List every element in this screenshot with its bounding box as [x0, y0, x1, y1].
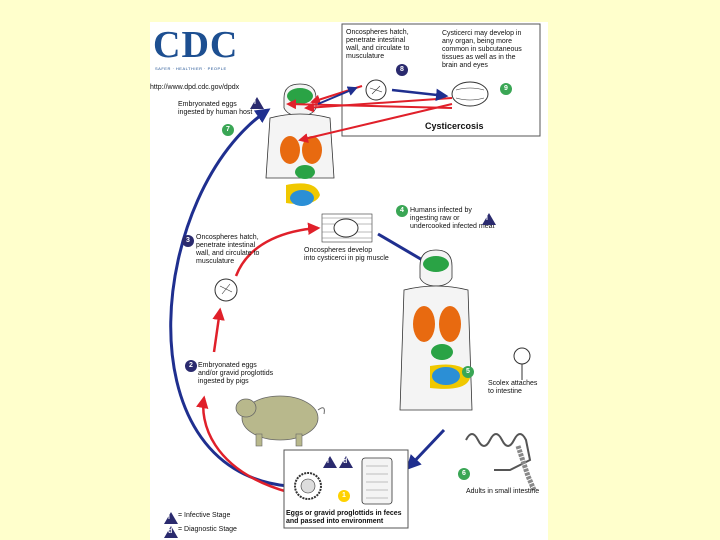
infective-stage-icon-meat: i [482, 213, 496, 225]
label-cysticercosis-hatch: Oncospheres hatch, penetrate intestinal … [346, 29, 410, 60]
cdc-logo-text: CDC [153, 24, 239, 66]
step-6-marker: 6 [458, 468, 470, 480]
diagnostic-stage-icon-eggs: d [339, 456, 353, 468]
pig-muscle-cyst [321, 213, 373, 243]
adult-worm-illustration [465, 433, 537, 491]
scolex-illustration [513, 347, 531, 380]
red-arrow-egg-to-pig [196, 395, 289, 494]
blue-arrow-to-eggs [405, 428, 446, 471]
label-pig-hatch: Oncospheres hatch, penetrate intestinal … [196, 234, 260, 265]
blue-cycle-arc [169, 108, 289, 488]
step-1-marker: 1 [338, 490, 350, 502]
red-arrow-4 [286, 99, 453, 110]
red-arrow-pig-up [212, 307, 225, 353]
label-pig-develop: Oncospheres develop into cysticerci in p… [304, 247, 389, 262]
legend-infective-icon: i [164, 512, 178, 524]
red-arrow-3 [298, 103, 453, 144]
infective-icon-letter: i [486, 215, 488, 222]
step-2-marker: 2 [185, 360, 197, 372]
egg-illustration [294, 472, 322, 500]
label-cysticercosis-title: Cysticercosis [425, 121, 484, 131]
infective-icon-letter: i [327, 458, 329, 465]
step-9-marker: 9 [500, 83, 512, 95]
source-url: http://www.dpd.cdc.gov/dpdx [150, 84, 240, 91]
blue-arrow-to-box [317, 86, 358, 105]
label-adults: Adults in small intestine [466, 488, 540, 495]
oncosphere-top [365, 79, 387, 101]
label-pig-ingest: Embryonated eggs and/or gravid proglotti… [198, 362, 274, 385]
infective-stage-icon-human: i [250, 97, 264, 109]
cysticercus-top [451, 81, 489, 107]
blue-arrow-box [391, 88, 449, 102]
oncosphere-pig [214, 278, 238, 302]
label-human-egg-ingest: Embryonated eggs ingested by human host [178, 101, 253, 116]
human-figure-right [399, 249, 473, 411]
proglottid-illustration [361, 457, 393, 505]
legend-diagnostic-label: = Diagnostic Stage [178, 526, 237, 533]
label-human-infected: Humans infected by ingesting raw or unde… [410, 207, 495, 230]
diagnostic-icon-letter: d [168, 528, 173, 535]
red-arrow-to-cyst [234, 222, 321, 277]
red-arrow-2 [304, 97, 453, 113]
diagnostic-icon-letter: d [343, 458, 348, 465]
legend-diagnostic-icon: d [164, 526, 178, 538]
step-7-marker: 7 [222, 124, 234, 136]
cdc-logo: CDC SAFER · HEALTHIER · PEOPLE [153, 26, 239, 74]
cdc-logo-tagline: SAFER · HEALTHIER · PEOPLE [155, 66, 227, 71]
label-cysticercosis-develop: Cysticerci may develop in any organ, bei… [442, 30, 522, 69]
infective-stage-icon-eggs: i [323, 456, 337, 468]
label-eggs-feces: Eggs or gravid proglottids in feces and … [286, 510, 402, 525]
pig-illustration [235, 395, 325, 447]
step-5-marker: 5 [462, 366, 474, 378]
step-8-marker: 8 [396, 64, 408, 76]
label-scolex: Scolex attaches to intestine [488, 380, 538, 395]
infective-icon-letter: i [168, 514, 170, 521]
step-4-marker: 4 [396, 205, 408, 217]
step-3-marker: 3 [182, 235, 194, 247]
infective-icon-letter: i [254, 99, 256, 106]
legend-infective-label: = Infective Stage [178, 512, 231, 519]
